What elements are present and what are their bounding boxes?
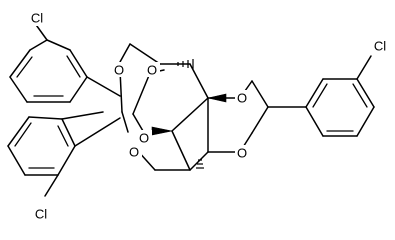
svg-text:O: O [114,63,124,78]
atom-oxygen: O [137,130,152,146]
stereo-wedge-bond [207,93,227,103]
atom-oxygen: O [145,62,160,78]
svg-text:O: O [147,63,157,78]
stereo-wedge-bond [151,126,173,136]
svg-text:Cl: Cl [31,11,43,26]
central-cage [119,43,209,171]
atom-oxygen: O [112,62,127,78]
svg-text:O: O [237,146,247,161]
svg-text:O: O [237,91,247,106]
right-dioxane-ring [207,80,307,153]
upper-left-chlorophenyl-ring [9,21,121,103]
lower-left-chlorophenyl-ring [7,111,121,197]
atom-oxygen: O [127,144,142,160]
svg-text:Cl: Cl [374,39,386,54]
atom-chlorine-2: Cl [368,38,392,54]
right-chlorophenyl-ring [305,55,375,137]
atom-oxygen: O [235,90,250,106]
structure-diagram: Cl Cl Cl O O O O O O [7,10,392,222]
atom-chlorine-3: Cl [29,206,53,222]
stereo-hash-bond [196,159,204,169]
atom-oxygen: O [235,145,250,161]
atom-chlorine-1: Cl [25,10,49,26]
svg-text:O: O [129,145,139,160]
svg-text:O: O [139,131,149,146]
stereo-hash-bond [177,59,194,69]
svg-text:Cl: Cl [35,207,47,222]
